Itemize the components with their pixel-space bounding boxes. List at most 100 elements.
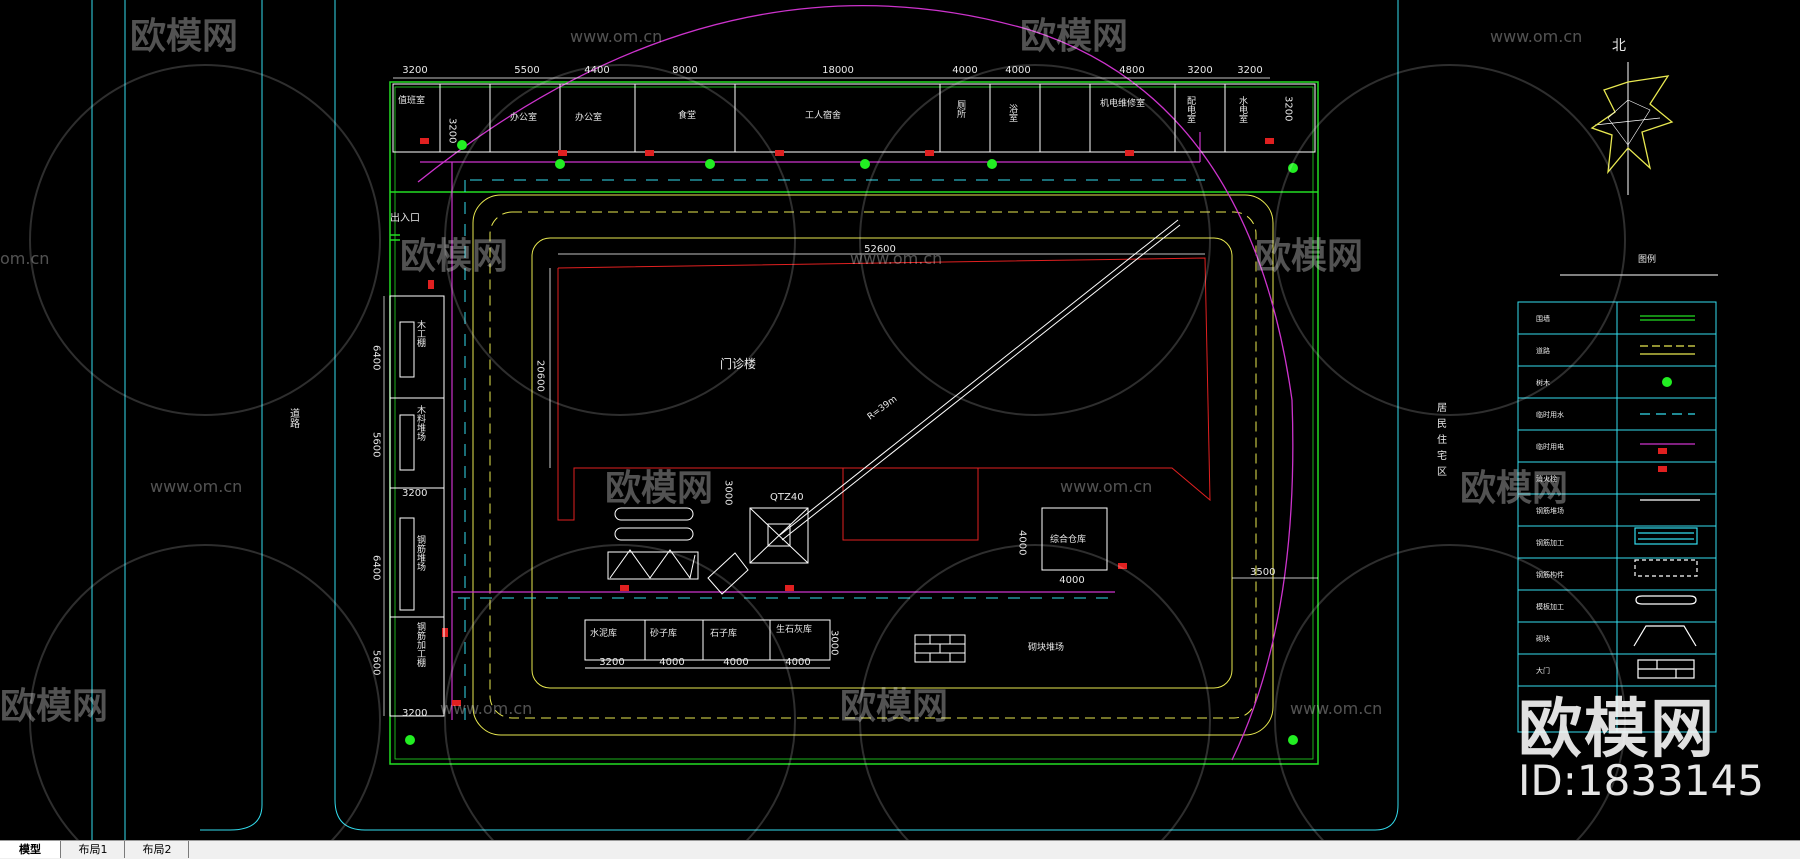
storeroom-labels: 水泥库 砂子库 石子库 生石灰库 [590, 623, 812, 639]
building-width-dim: 52600 [864, 244, 896, 255]
storeroom-0: 水泥库 [590, 627, 617, 639]
tower-crane [707, 219, 1181, 595]
roads [472, 194, 1274, 736]
left-room-labels: 木工棚 木料堆场 钢筋堆场 钢筋加工棚 [415, 319, 426, 668]
watermark-brand-8: 欧模网 [840, 686, 948, 727]
top-dim-8: 3200 [1187, 65, 1212, 76]
wind-rose-icon [1590, 62, 1674, 195]
top-room-0: 值班室 [398, 94, 425, 106]
top-room-6: 浴室 [1007, 104, 1018, 122]
left-dim-0: 6400 [371, 345, 382, 370]
masonry-pile [914, 634, 966, 663]
top-room-8: 配电室 [1185, 96, 1196, 123]
warehouse-label: 综合仓库 [1050, 533, 1086, 545]
storeroom-3: 生石灰库 [776, 623, 812, 635]
legend-item-6: 钢筋堆场 [1536, 506, 1564, 515]
tab-model[interactable]: 模型 [0, 841, 61, 858]
storeroom-1: 砂子库 [650, 627, 677, 639]
left-dim-small-0: 3200 [402, 488, 427, 499]
legend-item-5: 消火栓 [1536, 474, 1557, 483]
watermark-arcs [29, 64, 1626, 840]
watermark-brand-1: 欧模网 [130, 16, 238, 57]
watermark-brand-6: 欧模网 [1460, 468, 1568, 509]
legend-item-11: 大门 [1536, 666, 1550, 675]
main-building [557, 257, 1211, 541]
side-dim-right: 3200 [1283, 96, 1294, 121]
top-room-2: 办公室 [575, 111, 602, 123]
left-room-3: 钢筋加工棚 [415, 621, 426, 668]
legend-item-2: 树木 [1536, 378, 1550, 387]
crane-label: QTZ40 [770, 492, 804, 503]
top-dim-4: 18000 [822, 65, 854, 76]
watermark-site-3: om.cn [0, 249, 49, 268]
crane-radius-arc [417, 4, 1294, 761]
watermark-site-7: www.om.cn [440, 699, 532, 718]
top-room-labels: 值班室 办公室 办公室 食堂 工人宿舍 厕所 浴室 机电维修室 配电室 水电室 [398, 94, 1248, 123]
material-piles [607, 507, 699, 580]
top-dim-5: 4000 [952, 65, 977, 76]
watermark-brand-5: 欧模网 [605, 468, 713, 509]
left-dim-3: 5600 [371, 650, 382, 675]
building-height-dim: 20600 [535, 360, 546, 392]
store-dim-3: 4000 [785, 657, 810, 668]
legend-item-0: 围墙 [1536, 314, 1550, 323]
watermark-brand-3: 欧模网 [400, 236, 508, 277]
top-dim-9: 3200 [1237, 65, 1262, 76]
top-room-1: 办公室 [510, 111, 537, 123]
cad-drawing-canvas[interactable]: 道路 出入口 值班室 办公室 办公室 食堂 工人宿舍 厕所 [0, 0, 1800, 840]
storeroom-dims: 3200 4000 4000 4000 [599, 657, 810, 668]
road-label: 道路 [288, 407, 300, 429]
top-dimension-labels: 3200 5500 4400 8000 18000 4000 4000 4800… [402, 65, 1262, 76]
left-room-0: 木工棚 [415, 319, 426, 348]
storerooms [584, 619, 831, 669]
canvas-background [0, 0, 1800, 840]
top-room-3: 食堂 [678, 109, 696, 121]
top-dim-7: 4800 [1119, 65, 1144, 76]
top-room-5: 厕所 [955, 100, 966, 119]
top-dim-3: 8000 [672, 65, 697, 76]
left-storage-strip [389, 295, 445, 717]
legend-item-3: 临时用水 [1536, 410, 1564, 419]
store-dim-2: 4000 [723, 657, 748, 668]
side-dim-left: 3200 [447, 118, 458, 143]
legend-labels: 围墙 道路 树木 临时用水 临时用电 消火栓 钢筋堆场 钢筋加工 钢筋构件 模板… [1536, 314, 1564, 675]
residential-label: 居民住宅区 [1435, 402, 1447, 482]
watermark-brand-2: 欧模网 [1020, 16, 1128, 57]
watermark-text: 欧模网 欧模网 欧模网 欧模网 欧模网 欧模网 欧模网 欧模网 www.om.c… [0, 16, 1582, 727]
temporary-water-lines [458, 179, 1205, 720]
watermark-site-1: www.om.cn [570, 27, 662, 46]
top-dim-1: 5500 [514, 65, 539, 76]
tab-layout-1[interactable]: 布局1 [62, 841, 125, 858]
left-dim-labels: 6400 5600 6400 5600 3200 3200 [371, 345, 428, 719]
left-dim-small-1: 3200 [402, 708, 427, 719]
top-room-4: 工人宿舍 [805, 109, 841, 121]
hydrant-markers [420, 138, 1274, 706]
legend-item-4: 临时用电 [1536, 442, 1564, 451]
right-dim: 3500 [1250, 567, 1275, 578]
watermark-site-2: www.om.cn [1490, 27, 1582, 46]
top-dim-2: 4400 [584, 65, 609, 76]
layout-tab-bar: 模型 布局1 布局2 [0, 840, 1800, 859]
left-room-1: 木料堆场 [415, 404, 426, 442]
watermark-site-5: www.om.cn [150, 477, 242, 496]
top-dim-6: 4000 [1005, 65, 1030, 76]
store-height-dim: 3000 [829, 630, 840, 655]
watermark-brand-4: 欧模网 [1255, 236, 1363, 277]
top-room-9: 水电室 [1237, 95, 1248, 123]
storeroom-2: 石子库 [710, 627, 737, 639]
legend-symbols [1633, 315, 1700, 679]
temporary-power-lines [420, 132, 1201, 720]
road-lines [91, 0, 1399, 840]
trees [405, 140, 1298, 745]
crane-dim: 3000 [723, 480, 734, 505]
masonry-label: 砌块堆场 [1028, 641, 1064, 653]
top-room-7: 机电维修室 [1100, 97, 1145, 109]
watermark-id: ID:1833145 [1518, 756, 1764, 805]
warehouse [1041, 507, 1108, 571]
legend-item-10: 砌块 [1536, 634, 1550, 643]
tab-layout-2[interactable]: 布局2 [126, 841, 189, 858]
legend-item-7: 钢筋加工 [1536, 538, 1564, 547]
watermark-brand-large: 欧模网 [1518, 693, 1716, 767]
store-dim-0: 3200 [599, 657, 624, 668]
watermark-site-8: www.om.cn [1290, 699, 1382, 718]
